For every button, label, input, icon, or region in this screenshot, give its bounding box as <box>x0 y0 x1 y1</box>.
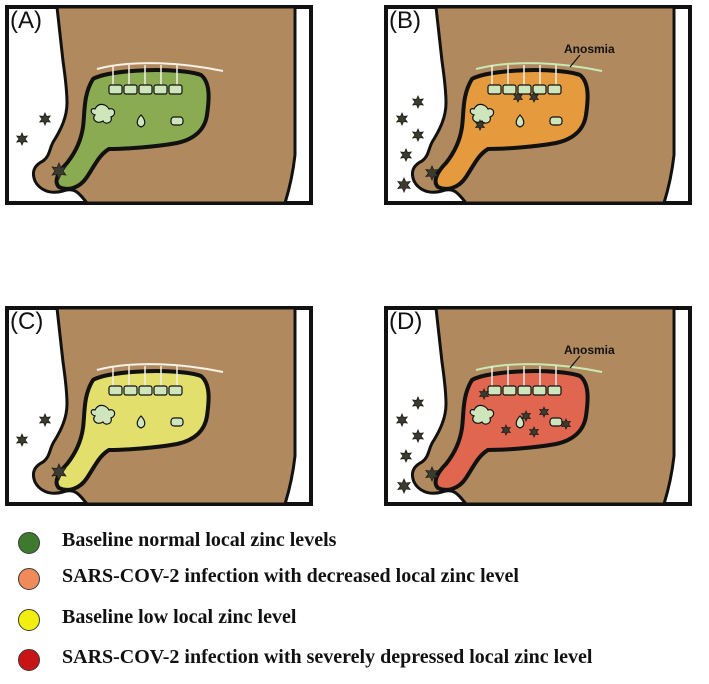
panel-b-illustration <box>384 5 692 205</box>
olfactory-cell <box>547 84 562 95</box>
olfactory-cell <box>502 84 517 95</box>
nasal-cavity <box>433 68 590 191</box>
panel-a-label: (A) <box>10 7 42 34</box>
virus-particle <box>399 449 413 463</box>
immune-cell <box>469 404 495 425</box>
virus-particle <box>411 95 425 109</box>
droplet-cell <box>136 415 146 429</box>
virus-particle <box>38 112 52 126</box>
virus-particle <box>395 112 409 126</box>
epithelial-cell <box>549 116 563 126</box>
legend-text-normal-zinc: Baseline normal local zinc levels <box>62 529 337 551</box>
legend-swatch-orange <box>18 568 40 590</box>
legend-text-low-zinc: Baseline low local zinc level <box>62 606 297 628</box>
olfactory-cell <box>153 84 168 95</box>
droplet-cell <box>136 114 146 128</box>
virus-particle <box>478 388 490 400</box>
virus-particle <box>397 478 411 494</box>
virus-particle <box>520 410 532 422</box>
immune-cell <box>90 404 116 425</box>
anosmia-pointer <box>569 355 581 369</box>
virus-particle <box>528 91 540 103</box>
olfactory-nerve <box>96 62 224 72</box>
panel-d-anosmia-label: Anosmia <box>564 343 615 357</box>
virus-particle <box>399 148 413 162</box>
legend-text-severe-zinc: SARS-COV-2 infection with severely depre… <box>62 646 593 668</box>
olfactory-cell <box>168 385 183 396</box>
nasal-cavity <box>54 369 211 492</box>
virus-particle <box>51 162 67 180</box>
legend-swatch-yellow <box>18 609 40 631</box>
virus-particle <box>512 91 524 103</box>
olfactory-cell <box>168 84 183 95</box>
legend-swatch-green <box>18 532 40 554</box>
olfactory-nerve <box>475 62 603 72</box>
virus-particle <box>425 165 439 181</box>
olfactory-nerve <box>475 363 603 373</box>
epithelial-cell <box>170 116 184 126</box>
legend-swatch-red <box>18 649 40 671</box>
anosmia-pointer <box>569 54 581 68</box>
nasal-cavity <box>433 369 590 492</box>
nasal-cavity <box>54 68 211 191</box>
legend-text-decreased-zinc: SARS-COV-2 infection with decreased loca… <box>62 565 519 587</box>
virus-particle <box>395 413 409 427</box>
epithelial-cell <box>549 417 563 427</box>
panel-d: (D) Anosmia <box>384 306 692 506</box>
virus-particle <box>38 413 52 427</box>
olfactory-cell <box>502 385 517 396</box>
virus-particle <box>425 466 439 482</box>
olfactory-cell <box>532 385 547 396</box>
olfactory-cell <box>123 385 138 396</box>
olfactory-cell <box>487 84 502 95</box>
panel-d-illustration <box>384 306 692 506</box>
virus-particle <box>474 119 486 131</box>
panel-a: (A) <box>5 5 313 205</box>
droplet-cell <box>515 415 525 429</box>
panel-c-label: (C) <box>10 308 44 335</box>
virus-particle <box>528 426 540 438</box>
panel-b-label: (B) <box>389 7 421 34</box>
panel-a-illustration <box>5 5 313 205</box>
virus-particle <box>560 418 572 430</box>
immune-cell <box>469 103 495 124</box>
virus-particle <box>15 132 29 146</box>
olfactory-nerve <box>96 363 224 373</box>
olfactory-cell <box>138 84 153 95</box>
olfactory-cell <box>487 385 502 396</box>
virus-particle <box>500 424 512 436</box>
olfactory-cell <box>108 84 123 95</box>
immune-cell <box>90 103 116 124</box>
panel-b: (B) Anosmia <box>384 5 692 205</box>
olfactory-cell <box>532 84 547 95</box>
virus-particle <box>51 463 67 481</box>
olfactory-cell <box>547 385 562 396</box>
olfactory-cell <box>138 385 153 396</box>
olfactory-cell <box>517 84 532 95</box>
virus-particle <box>411 429 425 443</box>
panel-c-illustration <box>5 306 313 506</box>
olfactory-cell <box>108 385 123 396</box>
droplet-cell <box>515 114 525 128</box>
olfactory-cell <box>123 84 138 95</box>
panel-b-anosmia-label: Anosmia <box>564 42 615 56</box>
olfactory-cell <box>517 385 532 396</box>
panel-d-label: (D) <box>389 308 423 335</box>
virus-particle <box>411 128 425 142</box>
virus-particle <box>15 433 29 447</box>
panel-c: (C) <box>5 306 313 506</box>
virus-particle <box>397 177 411 193</box>
virus-particle <box>538 406 550 418</box>
virus-particle <box>411 396 425 410</box>
epithelial-cell <box>170 417 184 427</box>
olfactory-cell <box>153 385 168 396</box>
